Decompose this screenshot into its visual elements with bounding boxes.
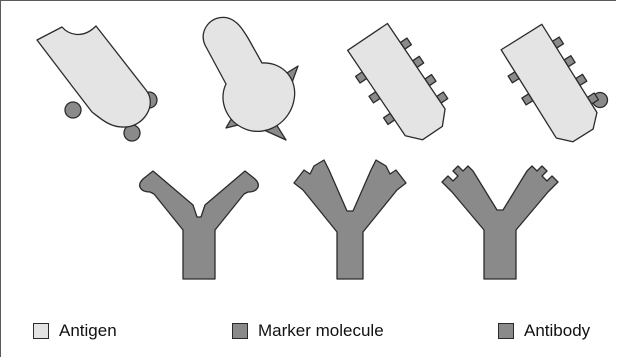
antigen-triangle-markers xyxy=(203,17,298,140)
antigen-mixed-markers xyxy=(494,20,610,152)
marker-molecule-swatch xyxy=(232,323,248,339)
round-marker xyxy=(65,102,81,118)
antigen-body xyxy=(203,17,295,131)
antigen-body xyxy=(348,23,453,146)
legend-label-antigen: Antigen xyxy=(59,321,117,341)
antibody-round-sites xyxy=(140,171,259,279)
antigen-body xyxy=(37,26,150,127)
antibody-swatch xyxy=(498,323,514,339)
legend-antigen: Antigen xyxy=(33,320,117,342)
legend-antibody: Antibody xyxy=(498,320,590,342)
antigen-square-markers xyxy=(341,19,459,151)
legend-label-marker-molecule: Marker molecule xyxy=(258,321,384,341)
antigen-body xyxy=(501,24,603,148)
antibody-square-sites xyxy=(442,166,558,279)
antibody-notched-sites xyxy=(294,160,406,279)
legend-label-antibody: Antibody xyxy=(524,321,590,341)
antigen-round-markers xyxy=(37,26,157,141)
antigen-swatch xyxy=(33,323,49,339)
legend-marker-molecule: Marker molecule xyxy=(232,320,384,342)
